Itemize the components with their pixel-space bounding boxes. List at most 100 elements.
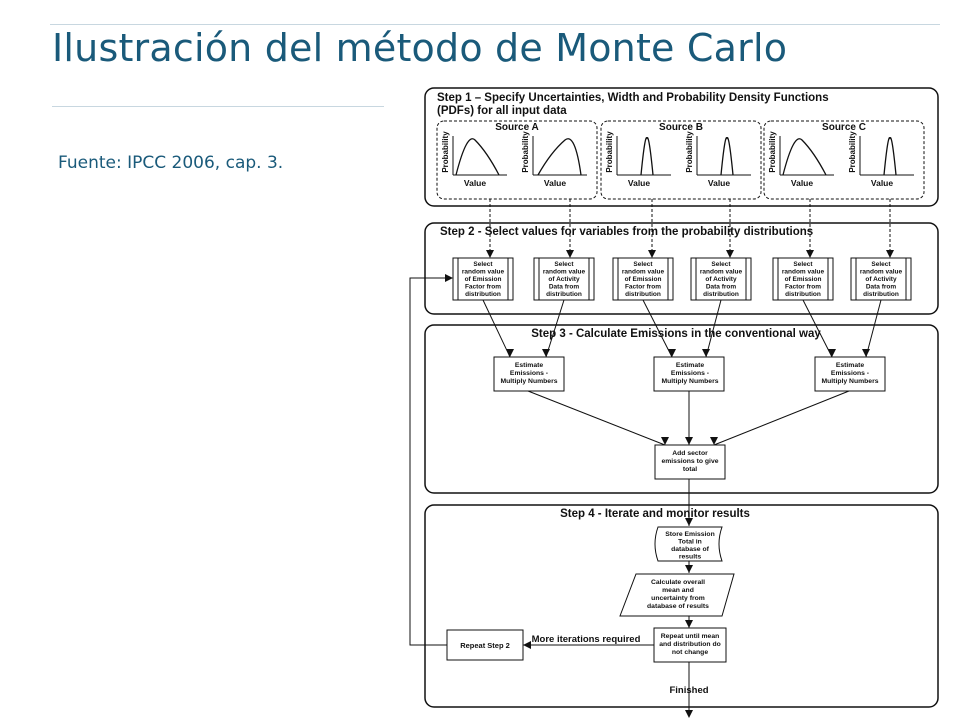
calculate-mean-text-line: uncertainty from xyxy=(651,595,705,602)
arrowhead xyxy=(648,250,656,258)
select-to-estimate-arrow xyxy=(865,299,882,358)
select-value-text-line: of Activity xyxy=(548,276,580,283)
source-a-label: Source A xyxy=(495,122,539,133)
source-c-label: Source C xyxy=(822,122,866,133)
step2-title: Step 2 - Select values for variables fro… xyxy=(440,226,813,238)
estimate-to-total-arrow xyxy=(713,390,850,446)
repeat-until-box xyxy=(653,627,727,663)
loop-back-arrowhead xyxy=(445,274,453,282)
pdf-curve xyxy=(640,137,654,176)
select-value-text-line: random value xyxy=(860,269,903,276)
value-axis-label: Value xyxy=(628,178,650,188)
repeat-until-text-line: not change xyxy=(672,649,708,656)
select-value-text-line: distribution xyxy=(546,291,582,298)
more-iterations-label: More iterations required xyxy=(532,634,641,645)
select-value-text-line: Select xyxy=(793,261,813,268)
select-value-box xyxy=(772,257,834,301)
finished-label: Finished xyxy=(669,685,708,696)
probability-axis-label: Probability xyxy=(441,131,450,173)
source-b-label: Source B xyxy=(659,122,703,133)
arrowhead xyxy=(710,437,718,445)
arrowhead xyxy=(661,437,669,445)
arrowhead xyxy=(828,349,836,357)
source-b-panel xyxy=(600,120,762,200)
select-value-text-line: distribution xyxy=(703,291,739,298)
store-database-text-line: database of xyxy=(671,546,710,553)
select-value-text-line: Factor from xyxy=(465,284,501,291)
arrowhead xyxy=(542,349,550,357)
step1-container xyxy=(424,87,939,207)
pdf-curve xyxy=(782,138,827,176)
arrowhead xyxy=(668,349,676,357)
estimate-emissions-box xyxy=(814,356,886,392)
arrowhead xyxy=(702,349,710,357)
step1-title: (PDFs) for all input data xyxy=(437,105,567,117)
select-value-text-line: Data from xyxy=(549,284,580,291)
calculate-mean-text-line: database of results xyxy=(647,603,709,610)
total-emissions-text-line: total xyxy=(683,466,697,473)
select-to-estimate-arrow xyxy=(482,299,511,358)
slide-title: Ilustración del método de Monte Carlo xyxy=(52,26,788,70)
select-to-estimate-arrow xyxy=(642,299,673,358)
value-axis-label: Value xyxy=(871,178,893,188)
select-value-text-line: random value xyxy=(782,269,825,276)
step3-title: Step 3 - Calculate Emissions in the conv… xyxy=(531,328,821,340)
select-value-text-line: distribution xyxy=(785,291,821,298)
select-value-text-line: distribution xyxy=(465,291,501,298)
estimate-emissions-text-line: Emissions - xyxy=(510,370,548,377)
select-to-estimate-arrow xyxy=(705,299,722,358)
step2-container xyxy=(424,222,939,315)
calculate-mean-text-line: mean and xyxy=(662,587,694,594)
select-value-text-line: Factor from xyxy=(625,284,661,291)
select-value-text-line: of Emission xyxy=(465,276,502,283)
source-c-panel xyxy=(763,120,925,200)
arrowhead xyxy=(685,437,693,445)
step3-container xyxy=(424,324,939,494)
select-value-text-line: Data from xyxy=(706,284,737,291)
step4-title: Step 4 - Iterate and monitor results xyxy=(560,508,750,520)
probability-axis-label: Probability xyxy=(768,131,777,173)
estimate-emissions-text-line: Estimate xyxy=(836,362,865,369)
estimate-emissions-text-line: Emissions - xyxy=(831,370,869,377)
select-value-text-line: distribution xyxy=(863,291,899,298)
arrowhead xyxy=(685,565,693,573)
select-value-text-line: Select xyxy=(473,261,493,268)
source-a-panel xyxy=(436,120,598,200)
arrowhead xyxy=(886,250,894,258)
select-to-estimate-arrow xyxy=(545,299,565,358)
store-database-text-line: results xyxy=(679,554,702,561)
store-database-shape xyxy=(654,526,723,562)
repeat-until-text-line: Repeat until mean xyxy=(661,633,720,640)
calculate-mean-text-line: Calculate overall xyxy=(651,579,705,586)
pdf-curve xyxy=(720,137,734,176)
value-axis-label: Value xyxy=(791,178,813,188)
select-value-text-line: Data from xyxy=(866,284,897,291)
select-value-text-line: Select xyxy=(633,261,653,268)
arrowhead xyxy=(523,641,531,649)
probability-axis-label: Probability xyxy=(521,131,530,173)
estimate-emissions-text-line: Multiply Numbers xyxy=(821,378,878,385)
top-divider xyxy=(50,24,940,25)
value-axis-label: Value xyxy=(708,178,730,188)
estimate-emissions-text-line: Multiply Numbers xyxy=(661,378,718,385)
value-axis-label: Value xyxy=(544,178,566,188)
arrowhead xyxy=(566,250,574,258)
select-value-text-line: of Activity xyxy=(865,276,897,283)
arrowhead xyxy=(806,250,814,258)
arrowhead xyxy=(685,518,693,526)
pdf-curve xyxy=(455,138,500,176)
arrowhead xyxy=(506,349,514,357)
total-emissions-box xyxy=(654,444,726,480)
select-value-text-line: random value xyxy=(543,269,586,276)
finished-arrowhead xyxy=(685,710,693,718)
estimate-emissions-box xyxy=(493,356,565,392)
loop-back-line xyxy=(409,277,447,646)
value-axis-label: Value xyxy=(464,178,486,188)
repeat-step2-text: Repeat Step 2 xyxy=(460,641,510,650)
select-value-text-line: Select xyxy=(871,261,891,268)
probability-axis-label: Probability xyxy=(685,131,694,173)
estimate-emissions-text-line: Multiply Numbers xyxy=(500,378,557,385)
pdf-curve xyxy=(537,138,582,176)
store-database-text-line: Total in xyxy=(678,539,702,546)
